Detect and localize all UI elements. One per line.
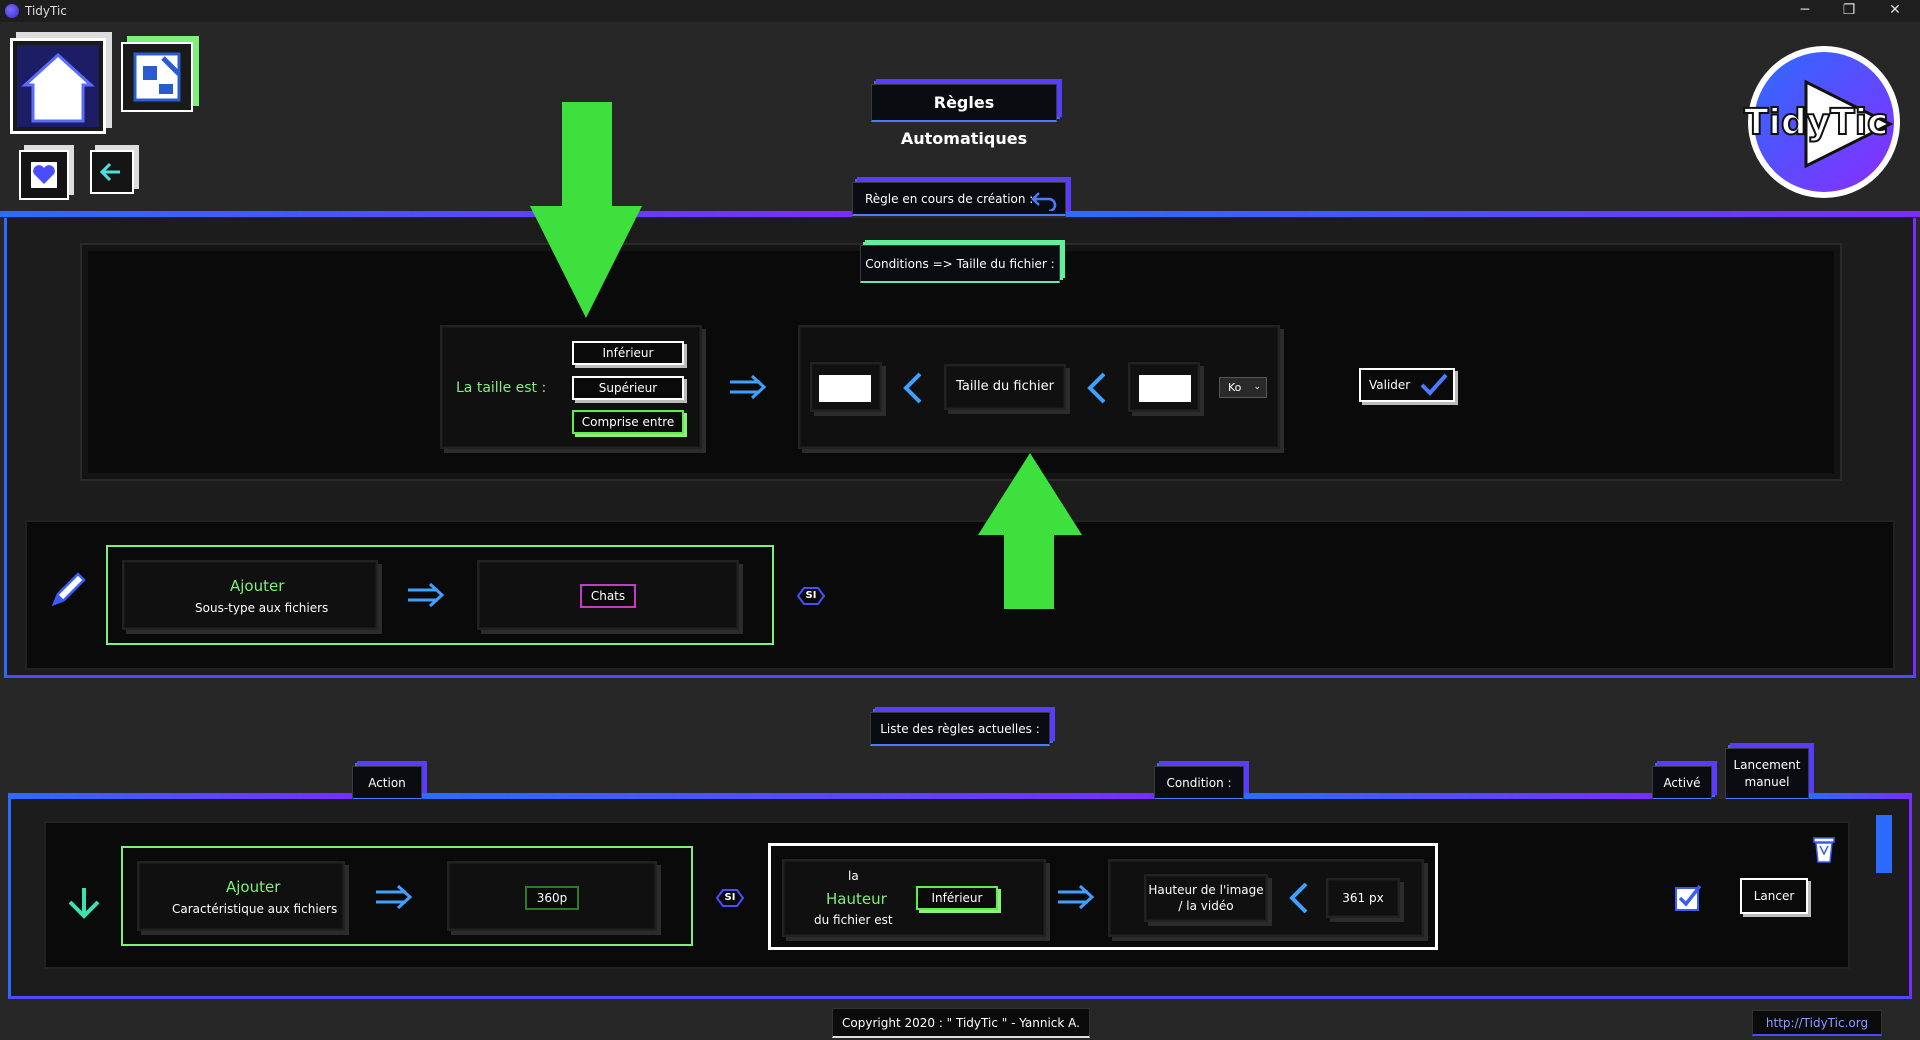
- option-inferieur[interactable]: Inférieur: [572, 341, 684, 365]
- active-checkbox[interactable]: [1674, 884, 1702, 912]
- rule-cond-line3: du fichier est: [814, 913, 893, 927]
- rule-si-badge: SI: [715, 888, 745, 908]
- svg-text:TidyTic: TidyTic: [1744, 102, 1888, 143]
- less-than-icon-3: [1289, 882, 1308, 914]
- double-arrow-icon-3: [376, 884, 413, 910]
- tidytic-logo: TidyTic: [1740, 42, 1902, 204]
- footer-copyright: Copyright 2020 : " TidyTic " - Yannick A…: [832, 1008, 1090, 1038]
- trash-icon[interactable]: [1810, 834, 1838, 864]
- col-manual-header: Lancement manuel: [1725, 748, 1809, 800]
- favorites-button[interactable]: [19, 150, 69, 200]
- rule-cond-field: Hauteur de l'image / la vidéo: [1144, 874, 1268, 922]
- list-divider-2: [422, 793, 1154, 799]
- minimize-button[interactable]: ─: [1800, 2, 1810, 18]
- action-subtitle: Sous-type aux fichiers: [195, 601, 329, 615]
- creation-label-text: Règle en cours de création :: [865, 192, 1034, 206]
- rule-action-title: Ajouter: [226, 878, 281, 896]
- si-badge: SI: [796, 586, 826, 606]
- rule-action-type-box: [137, 861, 345, 931]
- rule-si-label: SI: [724, 892, 736, 903]
- back-arrow-icon: [99, 162, 120, 182]
- rules-list-title: Liste des règles actuelles :: [870, 712, 1050, 746]
- action-title: Ajouter: [230, 577, 285, 595]
- rule-condition-subject-box: [782, 859, 1046, 937]
- launch-button[interactable]: Lancer: [1740, 878, 1808, 914]
- home-icon: [17, 45, 99, 127]
- rule-cond-operator: Inférieur: [916, 886, 998, 910]
- action-type-box[interactable]: [122, 560, 378, 630]
- pencil-icon[interactable]: [48, 570, 88, 610]
- validate-button[interactable]: Valider: [1359, 368, 1455, 402]
- app-icon: [5, 4, 19, 18]
- rule-action-value-tag: 360p: [525, 886, 579, 910]
- col-condition-header: Condition :: [1154, 766, 1244, 800]
- option-comprise-entre[interactable]: Comprise entre: [572, 410, 684, 434]
- restore-button[interactable]: ❐: [1842, 2, 1856, 18]
- rule-cond-line1: la: [848, 869, 859, 883]
- less-than-icon: [903, 372, 922, 404]
- chevron-down-icon: ⌄: [1253, 382, 1261, 392]
- heart-icon: [31, 162, 57, 188]
- min-size-input[interactable]: [819, 375, 871, 402]
- si-label: SI: [805, 590, 817, 601]
- conditions-title: Conditions => Taille du fichier :: [860, 245, 1060, 283]
- checkmark-icon: [1420, 373, 1448, 396]
- back-button[interactable]: [90, 150, 134, 194]
- creation-label: Règle en cours de création :: [852, 182, 1066, 216]
- annotation-arrow-down: [530, 102, 642, 318]
- list-divider-1: [8, 793, 352, 799]
- file-size-field-label: Taille du fichier: [944, 364, 1066, 410]
- window-title: TidyTic: [25, 4, 67, 18]
- scrollbar-thumb[interactable]: [1876, 815, 1892, 873]
- validate-label: Valider: [1369, 378, 1411, 392]
- section-divider-left: [0, 211, 852, 217]
- footer-link[interactable]: http://TidyTic.org: [1752, 1010, 1882, 1036]
- page-title: Règles Automatiques: [871, 84, 1057, 148]
- unit-select[interactable]: Ko ⌄: [1219, 377, 1267, 398]
- list-divider-3: [1244, 793, 1652, 799]
- undo-icon[interactable]: [1031, 189, 1059, 211]
- col-active-header: Activé: [1652, 766, 1712, 800]
- window-titlebar: TidyTic ─ ❐ ✕: [0, 0, 1920, 22]
- option-superieur[interactable]: Supérieur: [572, 376, 684, 400]
- rule-action-subtitle: Caractéristique aux fichiers: [172, 902, 338, 916]
- section-divider-right: [1066, 211, 1920, 217]
- rule-cond-value: 361 px: [1326, 878, 1400, 918]
- close-button[interactable]: ✕: [1889, 2, 1901, 18]
- home-button[interactable]: [10, 38, 106, 134]
- size-label: La taille est :: [456, 380, 547, 396]
- edit-rules-icon: [133, 52, 181, 102]
- annotation-arrow-up: [978, 453, 1082, 609]
- unit-value: Ko: [1228, 381, 1242, 394]
- rule-cond-line2: Hauteur: [826, 890, 887, 908]
- arrow-down-icon[interactable]: [66, 886, 102, 920]
- col-action-header: Action: [352, 766, 422, 800]
- double-arrow-icon: [730, 374, 767, 400]
- double-arrow-icon-2: [408, 582, 445, 608]
- double-arrow-icon-4: [1058, 884, 1095, 910]
- less-than-icon-2: [1087, 372, 1106, 404]
- max-size-input[interactable]: [1139, 375, 1191, 402]
- action-value-tag[interactable]: Chats: [580, 584, 636, 608]
- list-divider-4: [1809, 793, 1912, 799]
- edit-rules-button[interactable]: [121, 42, 193, 112]
